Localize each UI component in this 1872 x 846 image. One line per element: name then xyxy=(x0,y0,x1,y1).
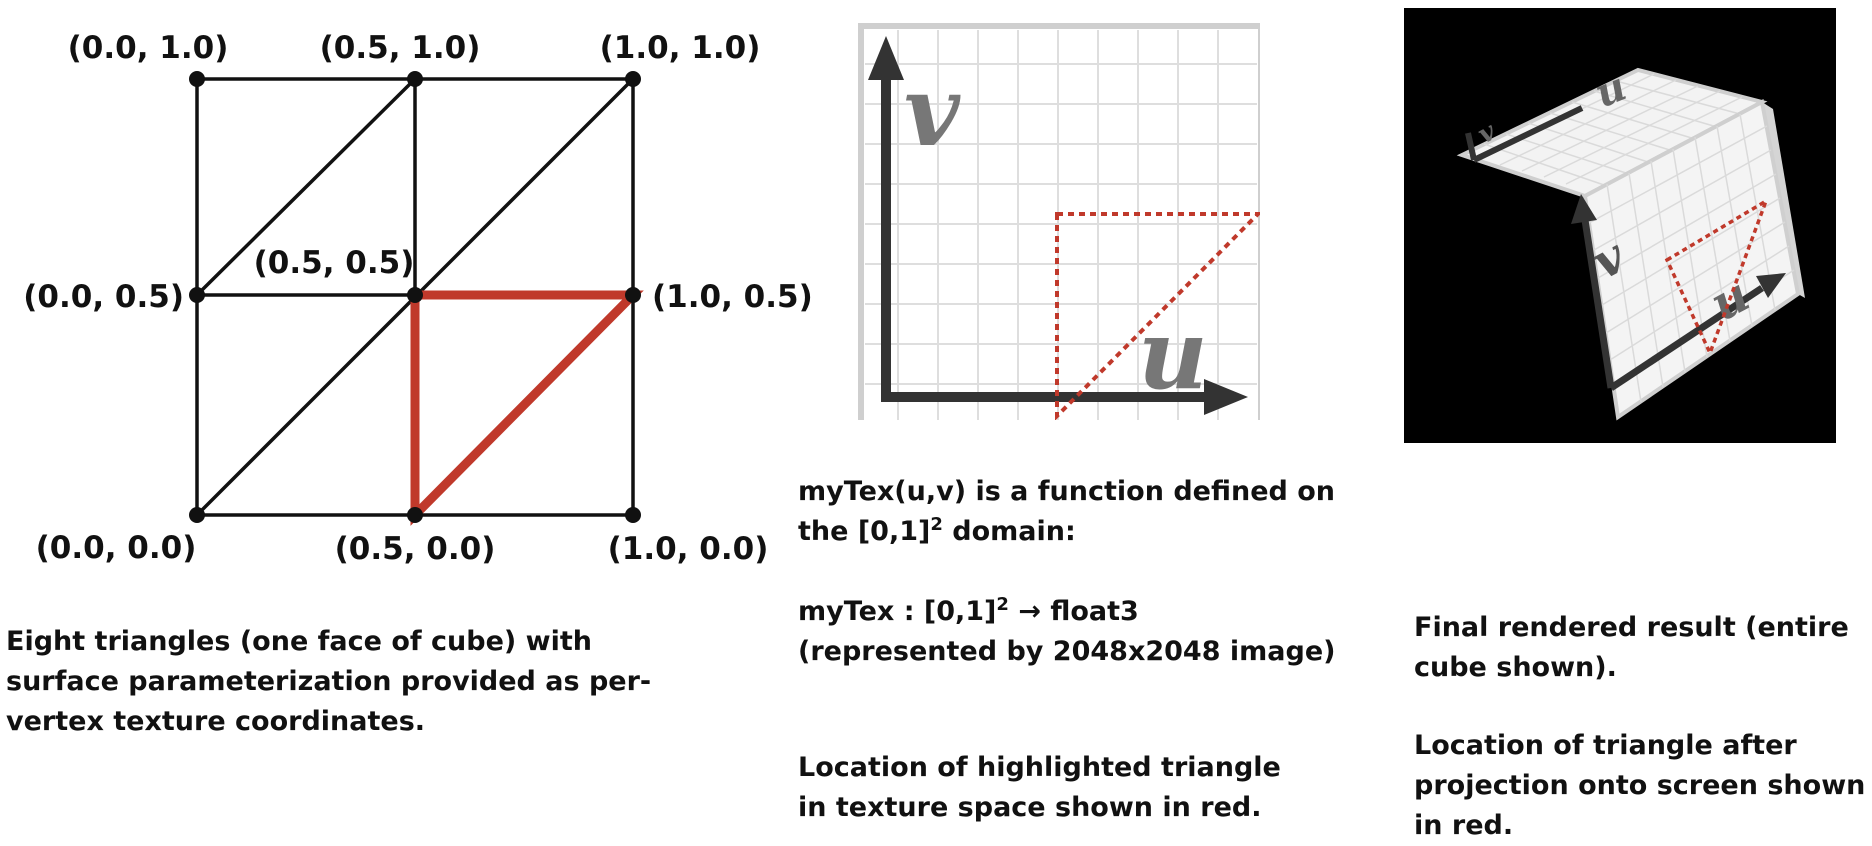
definition-text: domain: xyxy=(942,516,1076,547)
cube-u-axis-arrowhead xyxy=(1756,273,1786,298)
vertex-dot xyxy=(625,71,641,87)
location-line: in texture space shown in red. xyxy=(798,792,1262,823)
v-axis-arrowhead xyxy=(868,36,904,80)
vertex-label-1-0: (1.0, 0.0) xyxy=(608,531,769,567)
texture-location-caption: Location of highlighted triangle in text… xyxy=(798,748,1281,828)
location-line: Location of highlighted triangle xyxy=(798,752,1281,783)
vertex-label-05-1: (0.5, 1.0) xyxy=(320,30,481,66)
vertex-dot xyxy=(407,287,423,303)
vertex-label-0-0: (0.0, 0.0) xyxy=(36,530,197,566)
texture-definition-caption: myTex(u,v) is a function defined on the … xyxy=(798,472,1335,552)
texture-signature-caption: myTex : [0,1]2 → float3 (represented by … xyxy=(798,592,1336,672)
vertex-dot xyxy=(189,71,205,87)
vertex-dot xyxy=(625,507,641,523)
superscript: 2 xyxy=(930,514,943,535)
mesh-diagram: (0.0, 1.0) (0.5, 1.0) (1.0, 1.0) (0.0, 0… xyxy=(23,30,813,567)
vertex-label-0-1: (0.0, 1.0) xyxy=(68,30,229,66)
vertex-dot xyxy=(407,507,423,523)
render-result-caption: Final rendered result (entire cube shown… xyxy=(1414,608,1849,688)
vertex-label-05-05: (0.5, 0.5) xyxy=(254,245,415,281)
u-axis-arrowhead xyxy=(1204,379,1248,415)
texture-axes xyxy=(868,36,1248,415)
cube-front-axes xyxy=(1571,194,1786,391)
vertex-dot xyxy=(407,71,423,87)
vertex-label-1-1: (1.0, 1.0) xyxy=(600,30,761,66)
cube-projected-triangle xyxy=(1664,196,1770,358)
mesh-vertices xyxy=(189,71,641,523)
render-location-caption: Location of triangle after projection on… xyxy=(1414,726,1865,846)
signature-text: → float3 xyxy=(1008,596,1139,627)
render-location-line: Location of triangle after xyxy=(1414,730,1797,761)
vertex-label-05-0: (0.5, 0.0) xyxy=(335,531,496,567)
texture-triangle xyxy=(1055,212,1260,420)
vertex-label-1-05: (1.0, 0.5) xyxy=(652,279,813,315)
superscript: 2 xyxy=(996,594,1009,615)
signature-line: (represented by 2048x2048 image) xyxy=(798,636,1336,667)
vertex-dot xyxy=(189,507,205,523)
definition-text: the [0,1] xyxy=(798,516,931,547)
signature-text: myTex : [0,1] xyxy=(798,596,997,627)
mesh-edge xyxy=(195,77,417,297)
cube-u-axis xyxy=(1609,285,1764,391)
highlighted-triangle xyxy=(410,290,644,526)
render-location-line: in red. xyxy=(1414,810,1514,841)
rendered-cube: v u v u xyxy=(1404,8,1836,443)
texture-space-diagram: v u xyxy=(858,23,1260,420)
render-location-line: projection onto screen shown xyxy=(1414,770,1866,801)
u-axis-label: u xyxy=(1138,298,1208,411)
vertex-dot xyxy=(625,287,641,303)
cube-v-axis-arrowhead xyxy=(1571,194,1597,224)
cube-top-axes xyxy=(1465,105,1584,163)
left-caption-line: vertex texture coordinates. xyxy=(6,706,426,737)
left-caption: Eight triangles (one face of cube) with … xyxy=(6,622,651,742)
signature-line: myTex : [0,1]2 → float3 xyxy=(798,592,1336,632)
render-caption-line: cube shown). xyxy=(1414,652,1617,683)
definition-line: the [0,1]2 domain: xyxy=(798,512,1335,552)
cube-v-axis xyxy=(1581,219,1615,389)
vertex-dot xyxy=(189,287,205,303)
left-caption-line: Eight triangles (one face of cube) with xyxy=(6,626,592,657)
texture-grid xyxy=(865,30,1257,420)
render-caption-line: Final rendered result (entire xyxy=(1414,612,1849,643)
definition-line: myTex(u,v) is a function defined on xyxy=(798,476,1336,507)
vertex-label-0-05: (0.0, 0.5) xyxy=(23,279,184,315)
left-caption-line: surface parameterization provided as per… xyxy=(6,666,652,697)
v-axis-label: v xyxy=(904,55,961,168)
